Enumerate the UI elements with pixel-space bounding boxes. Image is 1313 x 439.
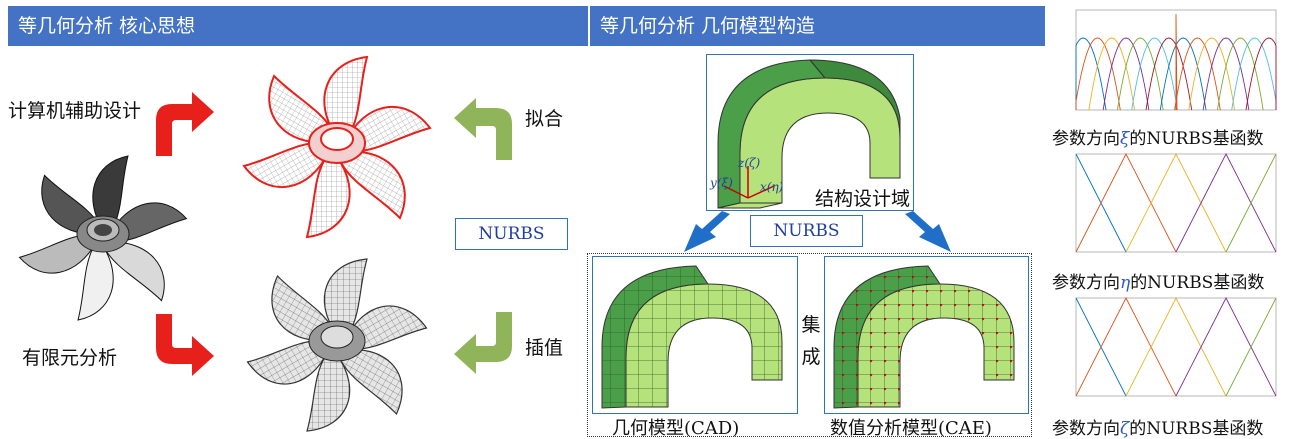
caption-prefix: 参数方向	[1052, 129, 1120, 149]
fan-nurbs-mesh-red	[242, 55, 432, 239]
fan-solid-model	[18, 155, 188, 321]
design-domain-arch	[717, 59, 901, 209]
middle-section-title: 等几何分析 几何模型构造	[590, 6, 1045, 46]
caption-suffix: 的NURBS基函数	[1130, 273, 1265, 293]
cad-label: 计算机辅助设计	[8, 100, 142, 122]
basis-plot-eta	[1075, 153, 1277, 253]
basis-curve	[1175, 153, 1277, 253]
fea-label: 有限元分析	[22, 347, 118, 369]
param-xi: ξ	[1120, 129, 1130, 149]
blue-arrow-right-icon	[905, 211, 951, 252]
basis-curve	[1159, 37, 1207, 111]
fit-label: 拟合	[525, 108, 564, 130]
blue-arrow-left-icon	[684, 211, 730, 252]
fan-fea-mesh-gray	[246, 258, 428, 432]
basis-curve	[1174, 37, 1221, 111]
red-arrow-down-icon	[156, 314, 214, 376]
basis-curve	[1245, 37, 1277, 111]
cae-caption: 数值分析模型(CAE)	[830, 418, 992, 439]
basis-curve	[1175, 13, 1178, 111]
caption-prefix: 参数方向	[1052, 273, 1120, 293]
integrate-char-1: 集	[801, 314, 821, 336]
caption-prefix: 参数方向	[1052, 419, 1120, 439]
basis-curve	[1188, 37, 1236, 111]
left-section-title: 等几何分析 核心思想	[8, 6, 588, 46]
basis-curve	[1116, 37, 1164, 111]
axis-y-label: y(ξ)	[710, 176, 733, 190]
red-arrow-up-icon	[156, 92, 214, 156]
axis-z-label: z(ζ)	[738, 156, 761, 170]
axis-x-label: x(η)	[760, 180, 784, 194]
basis-curve	[1131, 37, 1178, 111]
caption-suffix: 的NURBS基函数	[1129, 419, 1264, 439]
green-arrow-interp-icon	[454, 312, 512, 374]
integration-container	[587, 253, 1032, 437]
basis-curve	[1088, 37, 1136, 111]
basis-caption-xi: 参数方向ξ的NURBS基函数	[1052, 124, 1264, 149]
basis-curve	[1216, 37, 1264, 111]
basis-curve	[1225, 297, 1277, 397]
basis-plot-xi	[1075, 9, 1277, 111]
basis-curve	[1075, 153, 1177, 253]
basis-plot-zeta	[1075, 297, 1277, 397]
basis-curve	[1075, 37, 1107, 111]
nurbs-box-middle: NURBS	[750, 215, 863, 247]
param-zeta: ζ	[1120, 419, 1130, 439]
basis-curve	[1102, 37, 1150, 111]
basis-caption-eta: 参数方向η的NURBS基函数	[1052, 268, 1264, 293]
design-domain-label: 结构设计域	[815, 188, 911, 210]
basis-curve	[1125, 153, 1227, 253]
cad-caption: 几何模型(CAD)	[612, 418, 740, 439]
basis-curve	[1075, 37, 1121, 111]
interp-label: 插值	[525, 337, 564, 359]
basis-curve	[1145, 37, 1193, 111]
cae-model-arch	[833, 265, 1015, 409]
integrate-char-2: 成	[801, 346, 821, 368]
basis-curve	[1202, 37, 1250, 111]
caption-suffix: 的NURBS基函数	[1129, 129, 1264, 149]
basis-curve	[1125, 297, 1227, 397]
basis-curve	[1175, 297, 1277, 397]
param-eta: η	[1120, 273, 1131, 293]
green-arrow-fit-icon	[454, 98, 512, 160]
basis-curve	[1225, 153, 1277, 253]
basis-curve	[1075, 297, 1177, 397]
basis-curve	[1231, 37, 1277, 111]
nurbs-box-left: NURBS	[455, 218, 568, 250]
basis-caption-zeta: 参数方向ζ的NURBS基函数	[1052, 414, 1263, 439]
cad-model-arch	[601, 265, 783, 409]
